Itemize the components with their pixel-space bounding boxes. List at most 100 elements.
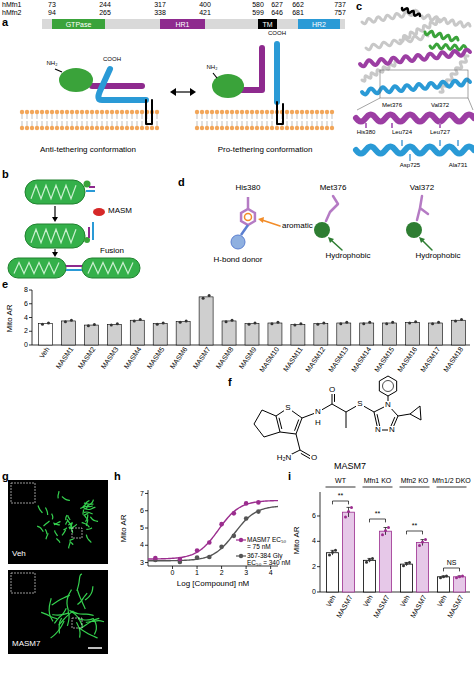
tick-mark — [270, 566, 271, 569]
bar — [417, 543, 429, 592]
data-point — [439, 576, 442, 579]
lipid-tail — [262, 114, 263, 119]
lipid-head — [130, 110, 134, 114]
data-point — [41, 323, 44, 326]
lipid-tail — [97, 114, 98, 119]
protein-ribbon — [402, 8, 420, 16]
data-point — [442, 575, 445, 578]
panel-letter: d — [178, 176, 185, 188]
pointer-arrow — [331, 240, 342, 250]
lipid-head — [135, 126, 139, 130]
lipid-tail — [317, 114, 318, 119]
lipid-head — [110, 126, 114, 130]
lipid-tail — [232, 121, 233, 126]
tick-mark — [317, 566, 320, 567]
tick-mark — [29, 345, 32, 346]
mitochondrial-network — [85, 586, 93, 600]
tick-mark — [197, 566, 198, 569]
chemical-bond — [410, 414, 421, 420]
lipid-tail — [247, 114, 248, 119]
data-point — [178, 557, 183, 562]
axis-label: MASM18 — [442, 346, 465, 374]
data-point — [256, 509, 261, 514]
lipid-tail — [22, 114, 23, 119]
axis-tick: 8 — [24, 286, 28, 294]
bar — [222, 321, 236, 345]
lipid-tail — [272, 114, 273, 119]
lipid-head — [230, 110, 234, 114]
data-point — [431, 322, 434, 325]
lipid-tail — [222, 121, 223, 126]
bar — [383, 323, 397, 345]
residue-label: Met376 — [320, 184, 347, 193]
bar — [343, 512, 355, 592]
n-terminus — [213, 73, 217, 78]
mitochondrial-network — [63, 528, 66, 530]
arrow-head — [258, 217, 264, 223]
data-point — [254, 322, 257, 325]
hr1-helix — [242, 48, 262, 90]
data-point — [344, 515, 347, 518]
residue-label: His380 — [356, 129, 377, 136]
data-point — [276, 321, 279, 324]
lipid-tail — [87, 121, 88, 126]
lipid-tail — [92, 114, 93, 119]
atom-label: S — [356, 400, 363, 409]
tick-mark — [145, 510, 148, 511]
panel-letter: i — [288, 470, 291, 482]
lipid-tail — [307, 121, 308, 126]
mitochondrial-network — [77, 590, 85, 609]
arrow-head — [52, 217, 58, 222]
lipid-head — [320, 110, 324, 114]
error-bar — [331, 550, 335, 551]
bar — [291, 324, 305, 345]
chemical-bond — [300, 450, 314, 458]
lipid-head — [135, 110, 139, 114]
mitochondrial-network — [82, 523, 90, 528]
domain-bar — [42, 19, 345, 29]
lipid-tail — [62, 121, 63, 126]
lipid-tail — [322, 121, 323, 126]
axis-tick: 6 — [24, 300, 28, 308]
residue-label: Leu724 — [391, 129, 413, 136]
property-label: aromatic — [282, 222, 313, 231]
tm-domain — [146, 100, 152, 124]
hbond-donor-atom — [231, 235, 245, 249]
data-point — [350, 506, 353, 509]
lipid-tail — [117, 114, 118, 119]
lipid-head — [310, 126, 314, 130]
data-point — [202, 297, 205, 300]
compound-label: MASM — [108, 207, 132, 216]
lipid-tail — [312, 121, 313, 126]
lipid-head — [270, 126, 274, 130]
lipid-head — [125, 126, 129, 130]
bar — [360, 323, 374, 345]
lipid-head — [115, 126, 119, 130]
arrow-head — [419, 237, 425, 243]
panel-letter: c — [356, 0, 362, 12]
lipid-head — [55, 110, 59, 114]
mitochondrial-network — [77, 574, 82, 591]
hr2-helix — [98, 69, 146, 100]
lipid-tail — [127, 121, 128, 126]
swatch-line — [236, 555, 246, 556]
data-point — [153, 556, 158, 561]
lipid-head — [150, 126, 154, 130]
error-bar — [385, 528, 386, 535]
mitochondrial-network — [62, 497, 70, 501]
lipid-head — [65, 126, 69, 130]
legend-swatch — [236, 536, 246, 544]
data-point — [322, 322, 325, 325]
chemical-bond — [254, 424, 264, 437]
significance-mark: NS — [447, 559, 457, 567]
data-point — [116, 322, 119, 325]
data-point — [293, 323, 296, 326]
significance-bracket — [333, 501, 349, 504]
residue-stick — [439, 140, 441, 146]
error-bar — [443, 576, 444, 578]
residue-number: 681 — [292, 9, 304, 17]
axis-label: MASM17 — [419, 346, 442, 374]
lipid-head — [330, 110, 334, 114]
data-point — [437, 321, 440, 324]
